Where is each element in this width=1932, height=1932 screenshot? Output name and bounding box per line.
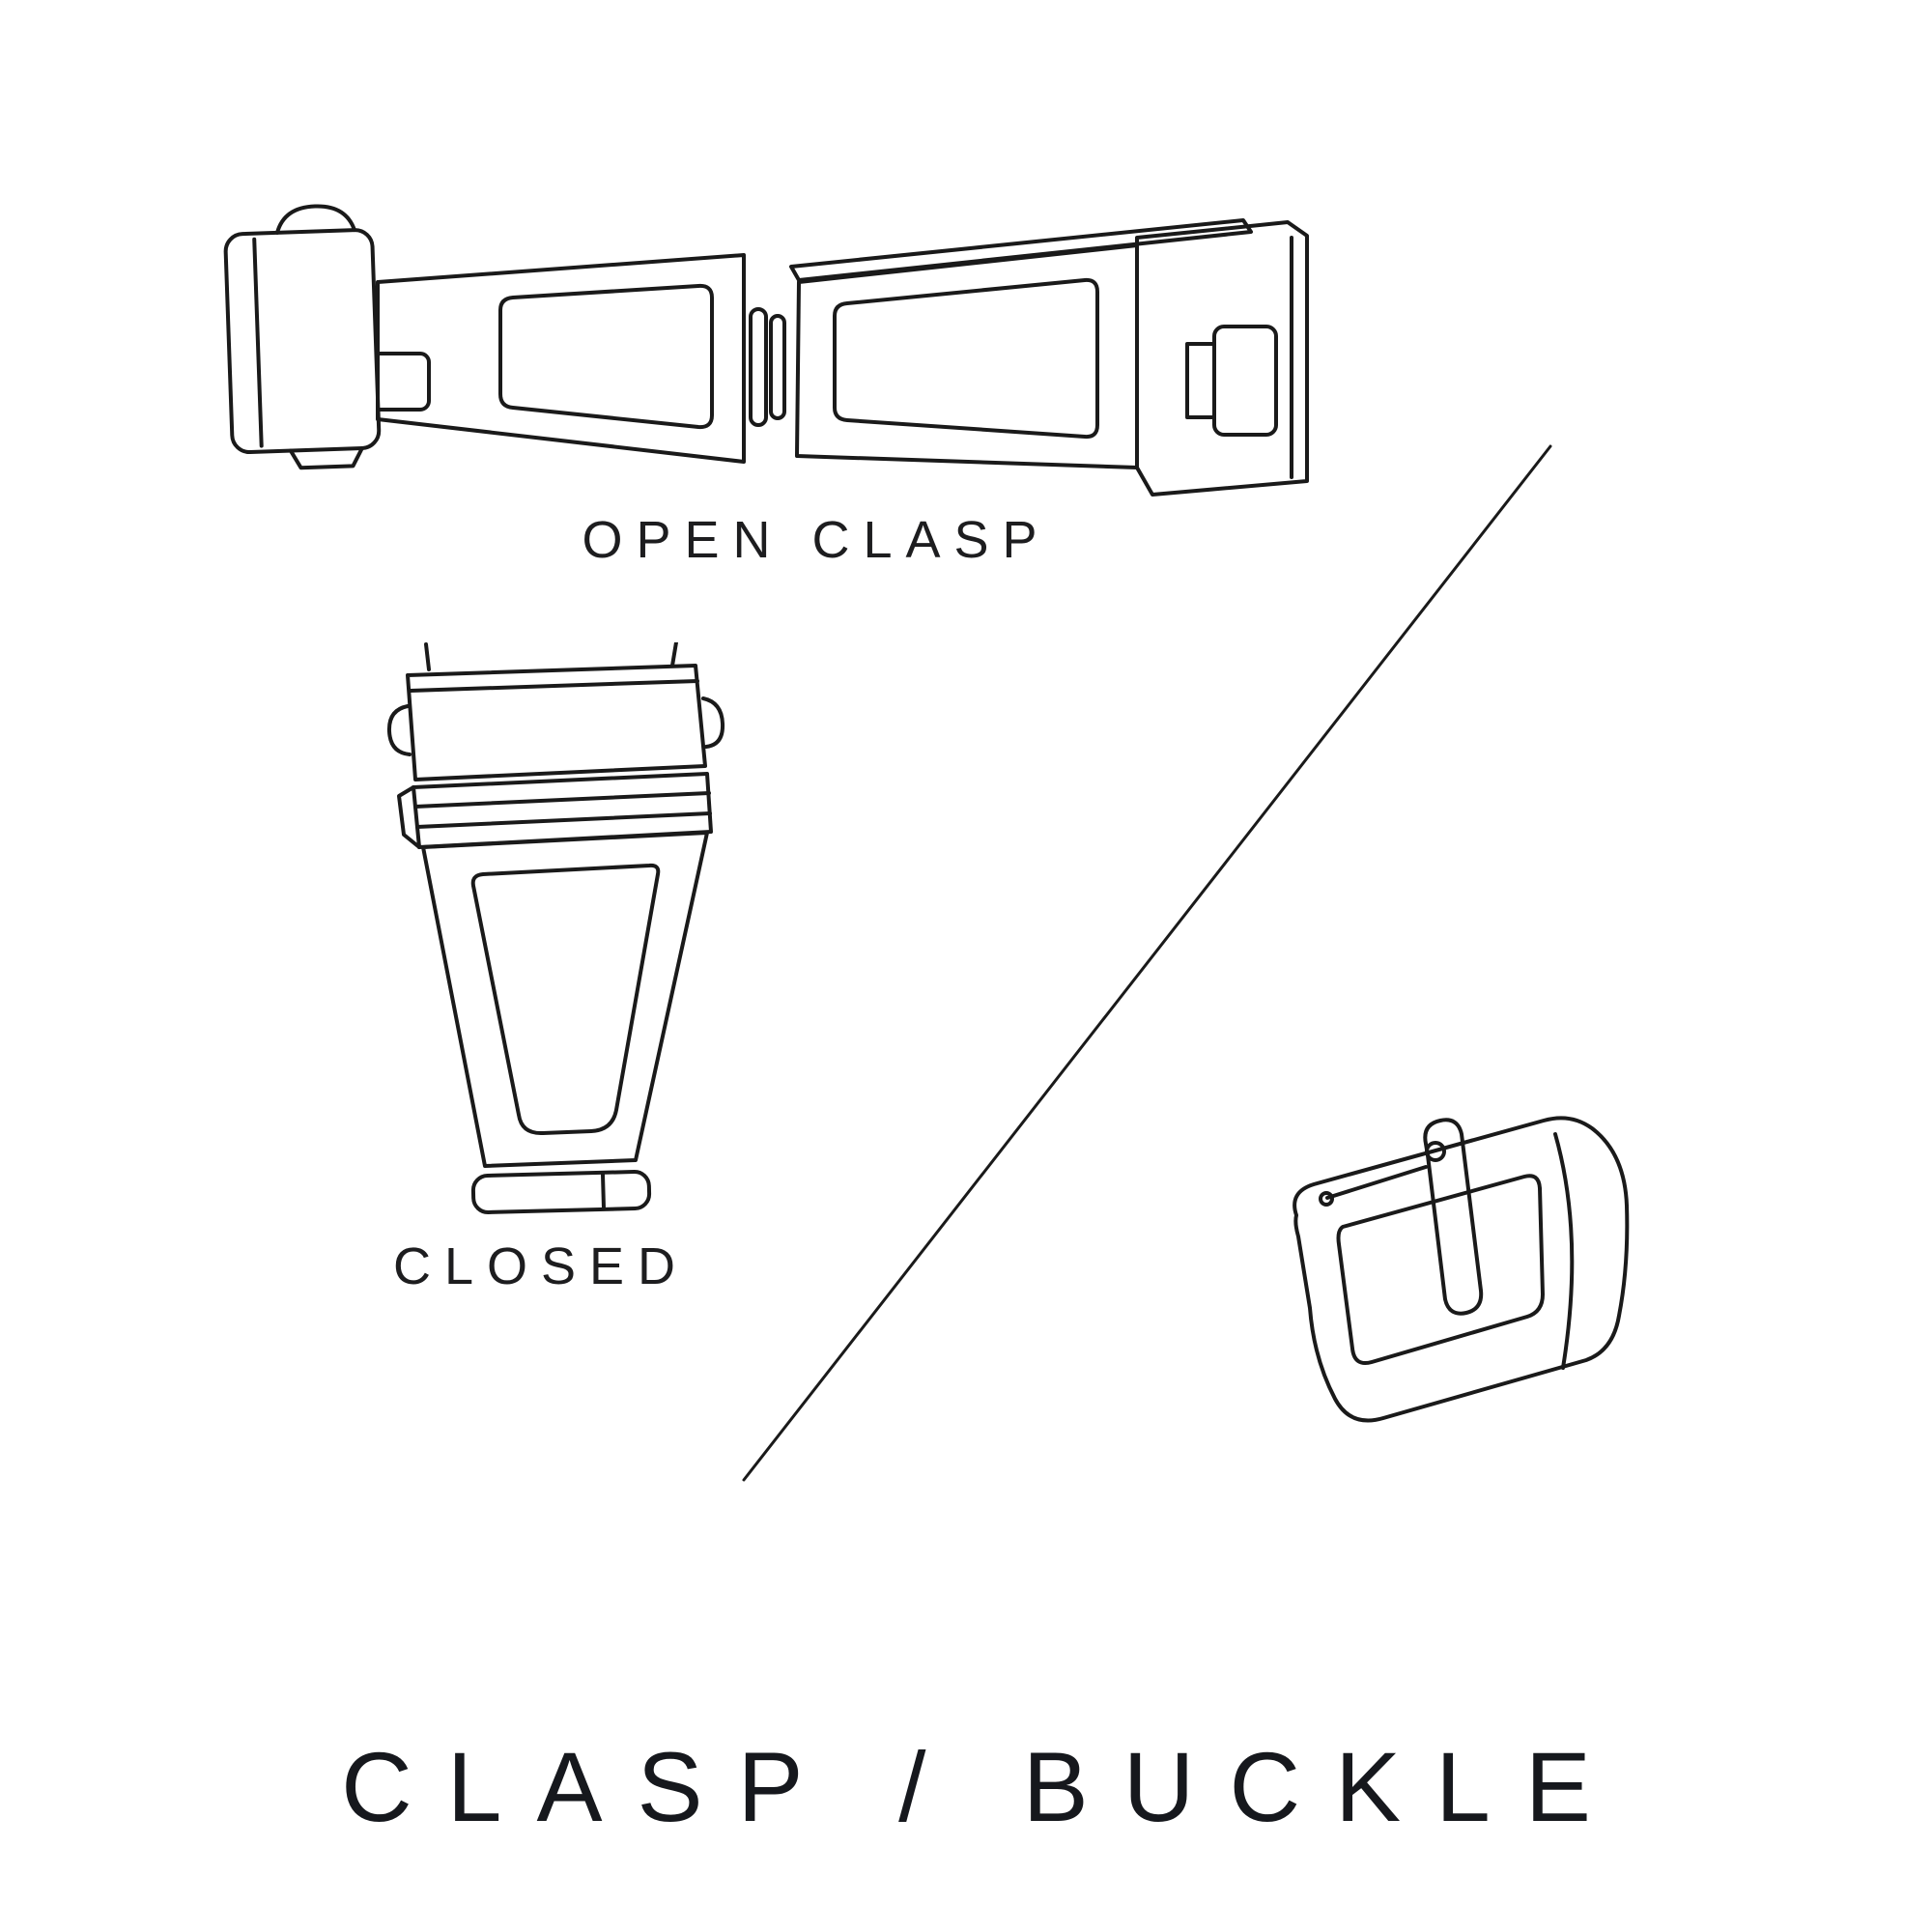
closed-clasp-drawing-icon xyxy=(386,642,725,1214)
tang-buckle-illustration xyxy=(1236,1092,1652,1439)
open-clasp-drawing-icon xyxy=(223,204,1309,497)
open-clasp-label: OPEN CLASP xyxy=(582,511,1051,569)
tang-buckle-drawing-icon xyxy=(1293,1116,1630,1423)
closed-label: CLOSED xyxy=(392,1237,690,1295)
open-clasp-illustration xyxy=(217,174,1323,502)
page-title: CLASP / BUCKLE xyxy=(341,1732,1626,1842)
closed-clasp-illustration xyxy=(377,642,734,1222)
